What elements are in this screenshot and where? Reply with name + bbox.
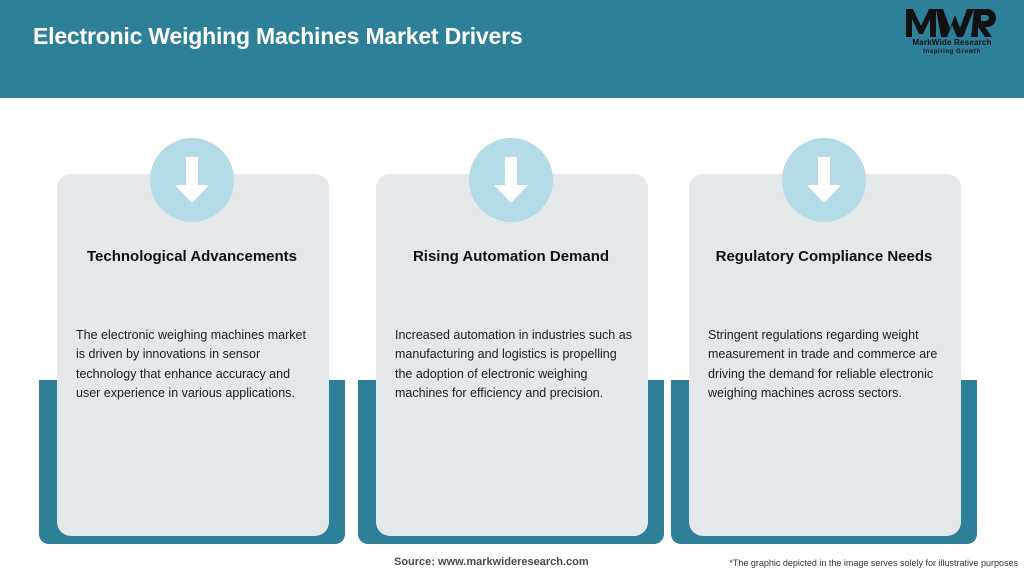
driver-card[interactable]: Technological Advancements The electroni… bbox=[39, 98, 345, 544]
card-panel bbox=[689, 174, 961, 536]
driver-card[interactable]: Regulatory Compliance Needs Stringent re… bbox=[671, 98, 977, 544]
down-arrow-icon bbox=[782, 138, 866, 222]
down-arrow-icon bbox=[150, 138, 234, 222]
down-arrow-icon bbox=[469, 138, 553, 222]
card-panel bbox=[376, 174, 648, 536]
card-panel bbox=[57, 174, 329, 536]
driver-cards-container: Technological Advancements The electroni… bbox=[0, 98, 1024, 544]
disclaimer-label: *The graphic depicted in the image serve… bbox=[729, 558, 1018, 568]
driver-card[interactable]: Rising Automation Demand Increased autom… bbox=[358, 98, 664, 544]
card-body-text: Stringent regulations regarding weight m… bbox=[708, 328, 938, 401]
card-body-text: The electronic weighing machines market … bbox=[76, 328, 306, 401]
card-title: Regulatory Compliance Needs bbox=[715, 248, 933, 265]
brand-logo: MarkWide Research Inspiring Growth bbox=[900, 8, 1004, 60]
logo-company-name: MarkWide Research bbox=[912, 38, 992, 47]
card-title: Rising Automation Demand bbox=[412, 248, 610, 265]
header-banner: Electronic Weighing Machines Market Driv… bbox=[0, 0, 1024, 98]
page-title: Electronic Weighing Machines Market Driv… bbox=[33, 23, 523, 49]
source-label: Source: www.markwideresearch.com bbox=[394, 556, 589, 568]
card-title: Technological Advancements bbox=[86, 248, 298, 265]
card-body-text: Increased automation in industries such … bbox=[395, 328, 632, 401]
logo-mwr-icon bbox=[900, 8, 1004, 38]
logo-tagline: Inspiring Growth bbox=[923, 49, 981, 55]
